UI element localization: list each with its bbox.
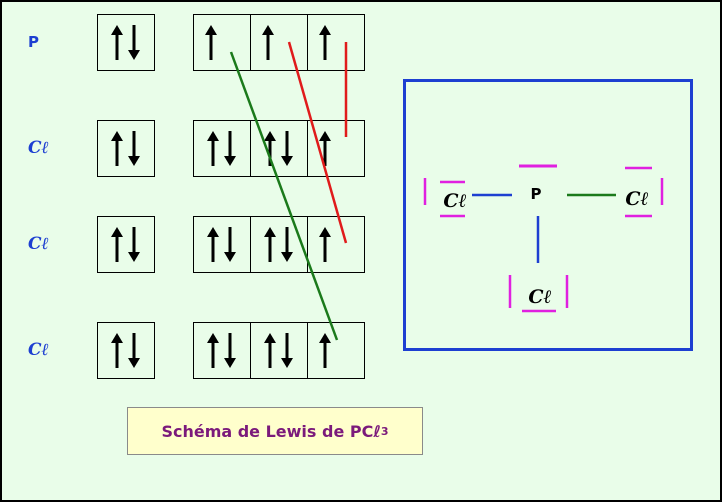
arrow-up-icon: [111, 227, 123, 262]
valence-orbital-box: [250, 322, 308, 379]
valence-orbital-box: [250, 216, 308, 273]
row-label: P: [28, 33, 39, 51]
arrow-down-icon: [281, 131, 293, 166]
arrow-down-icon: [281, 227, 293, 262]
arrow-down-icon: [224, 131, 236, 166]
arrow-up-icon: [111, 25, 123, 60]
valence-orbital-box: [307, 120, 365, 177]
arrow-up-icon: [319, 333, 331, 368]
arrow-up-icon: [264, 227, 276, 262]
arrow-up-icon: [207, 333, 219, 368]
valence-orbital-box: [250, 14, 308, 71]
caption-text: Schéma de Lewis de PCℓ: [161, 421, 381, 441]
valence-orbital-box: [193, 14, 251, 71]
arrow-up-icon: [319, 227, 331, 262]
arrow-up-icon: [264, 333, 276, 368]
pairing-line: [229, 51, 339, 341]
row-label: Cℓ: [28, 340, 49, 360]
core-orbital-box: [97, 14, 155, 71]
arrow-up-icon: [319, 25, 331, 60]
caption-subscript: 3: [380, 424, 389, 438]
valence-orbital-box: [193, 216, 251, 273]
arrow-down-icon: [128, 333, 140, 368]
ligand-atom: Cℓ: [528, 286, 551, 308]
arrow-up-icon: [207, 131, 219, 166]
arrow-up-icon: [205, 25, 217, 60]
valence-orbital-box: [193, 120, 251, 177]
central-atom: P: [531, 185, 542, 203]
ligand-atom: Cℓ: [443, 190, 466, 212]
core-orbital-box: [97, 120, 155, 177]
arrow-up-icon: [111, 131, 123, 166]
valence-orbital-box: [307, 216, 365, 273]
arrow-down-icon: [224, 333, 236, 368]
valence-orbital-box: [193, 322, 251, 379]
core-orbital-box: [97, 322, 155, 379]
pairing-lines: [229, 41, 348, 341]
row-label: Cℓ: [28, 138, 49, 158]
pairing-line: [287, 41, 348, 244]
arrow-up-icon: [207, 227, 219, 262]
arrow-up-icon: [262, 25, 274, 60]
arrow-down-icon: [281, 333, 293, 368]
valence-orbital-box: [307, 14, 365, 71]
arrow-down-icon: [128, 131, 140, 166]
arrow-up-icon: [111, 333, 123, 368]
arrow-down-icon: [224, 227, 236, 262]
valence-orbital-box: [307, 322, 365, 379]
arrow-down-icon: [128, 25, 140, 60]
arrow-up-icon: [319, 131, 331, 166]
row-label: Cℓ: [28, 234, 49, 254]
ligand-atom: Cℓ: [625, 188, 648, 210]
lewis-structure-box: [403, 79, 693, 351]
core-orbital-box: [97, 216, 155, 273]
arrow-down-icon: [128, 227, 140, 262]
orbital-boxes: [97, 14, 365, 379]
